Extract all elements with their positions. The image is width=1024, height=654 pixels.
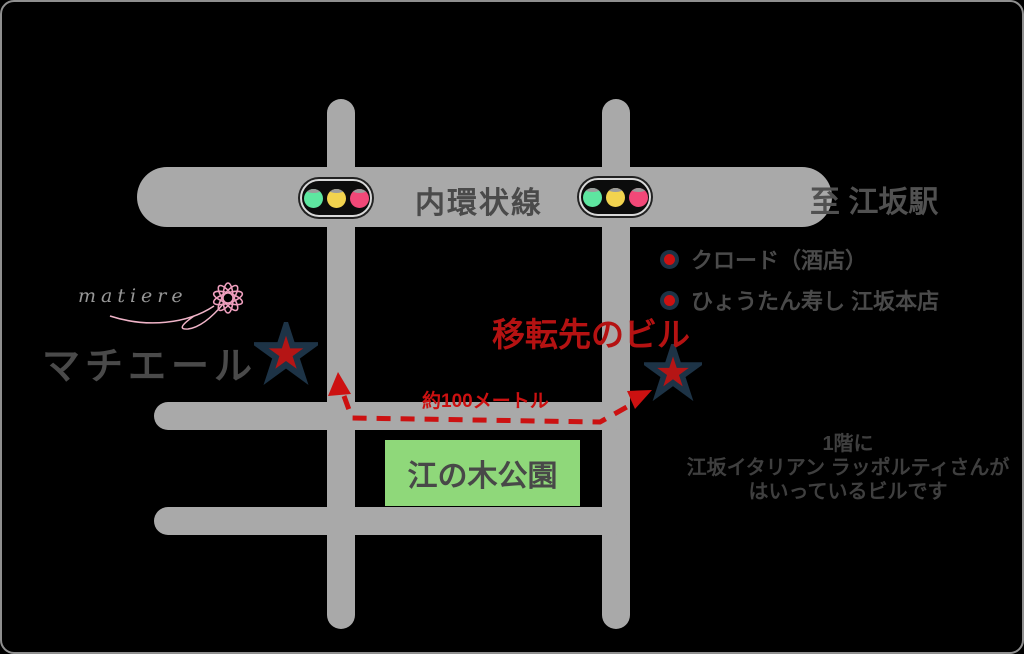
- legend: クロード（酒店） ひょうたん寿し 江坂本店: [660, 243, 939, 325]
- legend-item: クロード（酒店）: [660, 243, 939, 275]
- shop-dot-icon: [664, 294, 675, 306]
- note-line: 江坂イタリアン ラッポルティさんが: [686, 457, 1010, 479]
- green-light-icon: [582, 187, 602, 207]
- destination-building-label: 移転先のビル: [492, 316, 690, 353]
- legend-item-label: クロード（酒店）: [691, 248, 868, 273]
- green-light-icon: [303, 188, 323, 208]
- flower-icon: [109, 282, 244, 330]
- shop-logo-script: matiere: [78, 285, 188, 307]
- arrowhead-up-icon: [328, 372, 351, 396]
- traffic-light-icon: [300, 179, 372, 217]
- destination-star-icon: [644, 344, 702, 402]
- building-note: 1階に 江坂イタリアン ラッポルティさんが はいっているビルです: [662, 432, 1022, 504]
- park-label: 江の木公園: [407, 460, 558, 493]
- legend-item: ひょうたん寿し 江坂本店: [660, 284, 939, 316]
- arrowhead-upright-icon: [627, 390, 652, 409]
- shop-name-label: マチエール: [42, 343, 258, 388]
- side-road-lower: [154, 507, 630, 535]
- red-light-icon: [628, 187, 648, 207]
- main-road: [137, 167, 832, 227]
- yellow-light-icon: [605, 187, 625, 207]
- park-block: 江の木公園: [385, 440, 580, 506]
- legend-item-label: ひょうたん寿し 江坂本店: [691, 289, 940, 314]
- red-light-icon: [349, 188, 369, 208]
- shop-star-icon: [254, 322, 318, 385]
- shop-dot-icon: [664, 253, 675, 265]
- traffic-light-icon: [579, 178, 651, 216]
- note-line: はいっているビルです: [748, 481, 948, 503]
- distance-label: 約100メートル: [422, 391, 549, 412]
- main-road-label: 内環状線: [415, 187, 543, 220]
- note-line: 1階に: [822, 433, 874, 455]
- direction-to-station-label: 至 江坂駅: [810, 186, 939, 219]
- side-road-middle: [154, 402, 630, 430]
- yellow-light-icon: [326, 188, 346, 208]
